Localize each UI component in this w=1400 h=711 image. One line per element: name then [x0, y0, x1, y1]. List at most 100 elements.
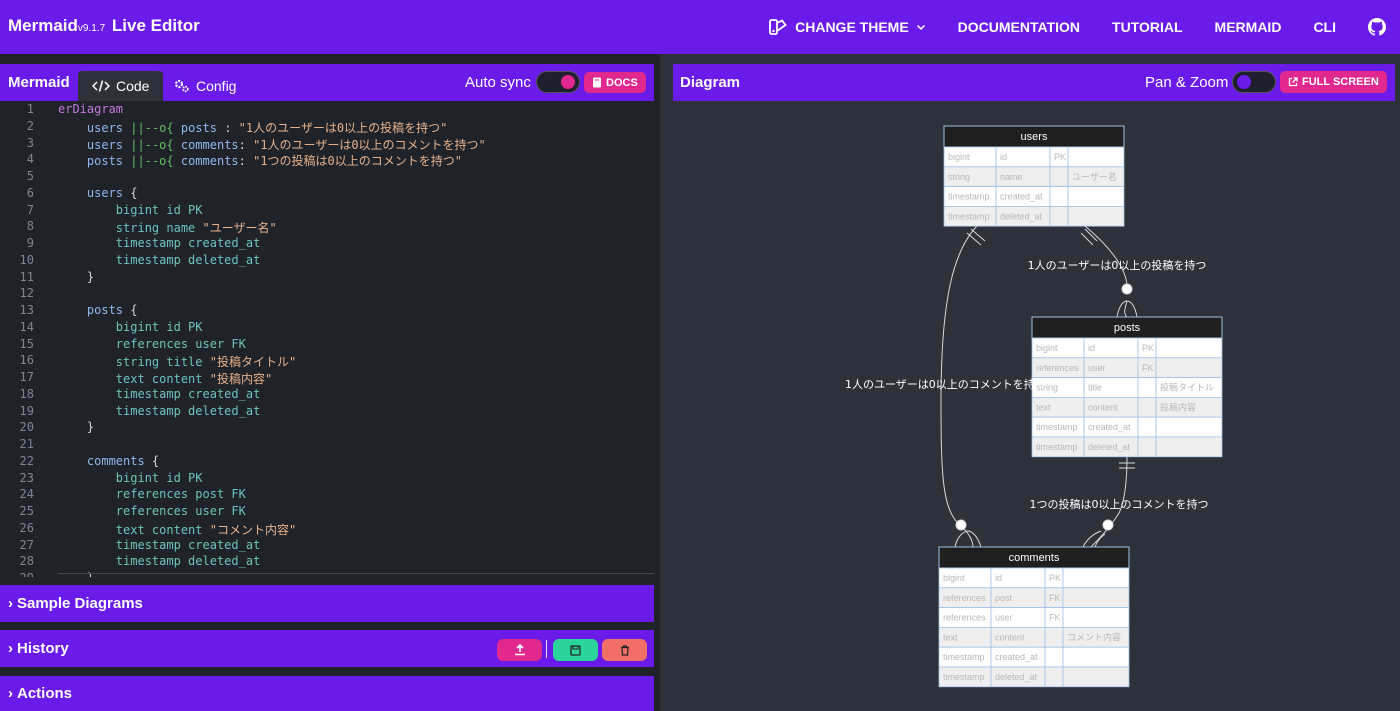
code-line: timestamp created_at — [115, 386, 261, 401]
change-theme-label: CHANGE THEME — [795, 19, 909, 35]
nav-documentation[interactable]: DOCUMENTATION — [957, 19, 1081, 35]
attribute-text: id — [1088, 343, 1095, 353]
code-line: bigint id PK — [115, 202, 203, 217]
attribute-cell — [1137, 377, 1157, 398]
attribute-cell — [1049, 166, 1069, 188]
line-number: 15 — [19, 336, 34, 351]
one-marker — [1080, 228, 1098, 246]
delete-button[interactable] — [602, 639, 647, 661]
tab-code[interactable]: Code — [78, 71, 164, 101]
relationship-line — [1090, 455, 1128, 548]
diagram-title: Diagram — [680, 74, 741, 91]
attribute-cell — [1067, 186, 1125, 207]
attribute-cell — [1155, 436, 1223, 458]
code-line: } — [58, 420, 95, 435]
sample-diagrams-panel[interactable]: ›Sample Diagrams — [0, 585, 654, 622]
auto-sync-label: Auto sync — [465, 74, 531, 91]
nav-cli[interactable]: CLI — [1313, 19, 1336, 35]
attribute-text: created_at — [1000, 192, 1043, 202]
attribute-text: title — [1088, 383, 1102, 393]
line-number: 26 — [19, 520, 34, 535]
attribute-text: timestamp — [1036, 422, 1078, 432]
tab-config-label: Config — [196, 78, 237, 94]
attribute-text: references — [943, 613, 986, 623]
attribute-cell — [1137, 416, 1157, 438]
code-line: } — [58, 571, 94, 577]
relationship-label: 1つの投稿は0以上のコメントを持つ — [1030, 497, 1209, 511]
attribute-text: bigint — [943, 573, 965, 583]
chevron-down-icon — [916, 24, 925, 31]
attribute-text: string — [1036, 383, 1058, 393]
line-number: 17 — [19, 370, 34, 384]
line-number: 22 — [19, 453, 34, 468]
line-number: 13 — [19, 303, 34, 317]
attribute-cell — [1155, 337, 1223, 359]
attribute-cell — [1067, 146, 1125, 168]
code-line: timestamp created_at — [115, 236, 261, 250]
change-theme-button[interactable]: CHANGE THEME — [768, 17, 926, 37]
code-line: timestamp deleted_at — [115, 554, 261, 569]
actions-panel[interactable]: ›Actions — [0, 676, 654, 711]
crows-foot — [954, 530, 982, 548]
code-line: comments { — [86, 453, 160, 468]
upload-button[interactable] — [497, 639, 542, 661]
attribute-cell — [1062, 646, 1130, 668]
attribute-cell — [1044, 627, 1064, 648]
line-number: 10 — [19, 252, 34, 267]
brand[interactable]: Mermaidv9.1.7 Live Editor — [8, 16, 200, 36]
save-button[interactable] — [553, 639, 598, 661]
attribute-cell — [1062, 567, 1130, 589]
one-marker — [1119, 462, 1135, 469]
chevron-right-icon: › — [8, 595, 13, 612]
attribute-text: string — [948, 172, 970, 182]
tab-code-label: Code — [116, 78, 150, 94]
history-panel[interactable]: ›History — [0, 630, 654, 667]
attribute-text: PK — [1142, 343, 1154, 353]
attribute-text: FK — [1049, 613, 1061, 623]
docs-button[interactable]: DOCS — [584, 72, 646, 93]
pan-zoom-toggle[interactable] — [1232, 71, 1276, 93]
code-line: timestamp deleted_at — [115, 252, 261, 267]
tab-config[interactable]: Config — [160, 71, 250, 101]
github-link[interactable] — [1368, 18, 1386, 36]
auto-sync-toggle[interactable] — [536, 71, 580, 93]
attribute-text: name — [1000, 172, 1023, 182]
attribute-text: PK — [1054, 152, 1066, 162]
code-line: posts ||--o{ comments: "1つの投稿は0以上のコメントを持… — [86, 154, 463, 169]
attribute-text: id — [1000, 152, 1007, 162]
full-screen-button[interactable]: FULL SCREEN — [1280, 71, 1387, 93]
chevron-right-icon: › — [8, 685, 13, 702]
nav-mermaid[interactable]: MERMAID — [1214, 19, 1282, 35]
line-number: 14 — [19, 319, 34, 334]
docs-label: DOCS — [606, 76, 638, 89]
toggle-knob — [1237, 75, 1251, 89]
code-line: users { — [86, 185, 138, 200]
attribute-cell — [1044, 666, 1064, 688]
line-number: 7 — [26, 202, 34, 217]
attribute-text: bigint — [948, 152, 970, 162]
book-icon — [593, 77, 601, 88]
attribute-text: content — [995, 632, 1025, 642]
line-number: 12 — [19, 286, 34, 301]
nav-tutorial[interactable]: TUTORIAL — [1112, 19, 1183, 35]
attribute-text: references — [943, 593, 986, 603]
button-divider — [546, 640, 547, 658]
save-icon — [570, 644, 581, 656]
line-number: 27 — [19, 537, 34, 552]
line-number: 5 — [26, 169, 34, 183]
line-number: 20 — [19, 420, 34, 435]
pan-zoom-label: Pan & Zoom — [1145, 74, 1229, 91]
relationship-line — [1084, 225, 1128, 318]
attribute-text: post — [995, 593, 1013, 603]
palette-icon — [769, 19, 787, 35]
toggle-knob — [561, 75, 575, 89]
code-line: text content "コメント内容" — [115, 522, 297, 537]
line-number: 6 — [26, 185, 34, 200]
line-number: 1 — [26, 102, 34, 116]
attribute-text: created_at — [995, 652, 1038, 662]
code-line: bigint id PK — [115, 319, 203, 334]
attribute-cell — [1062, 587, 1130, 608]
attribute-cell — [1155, 416, 1223, 438]
